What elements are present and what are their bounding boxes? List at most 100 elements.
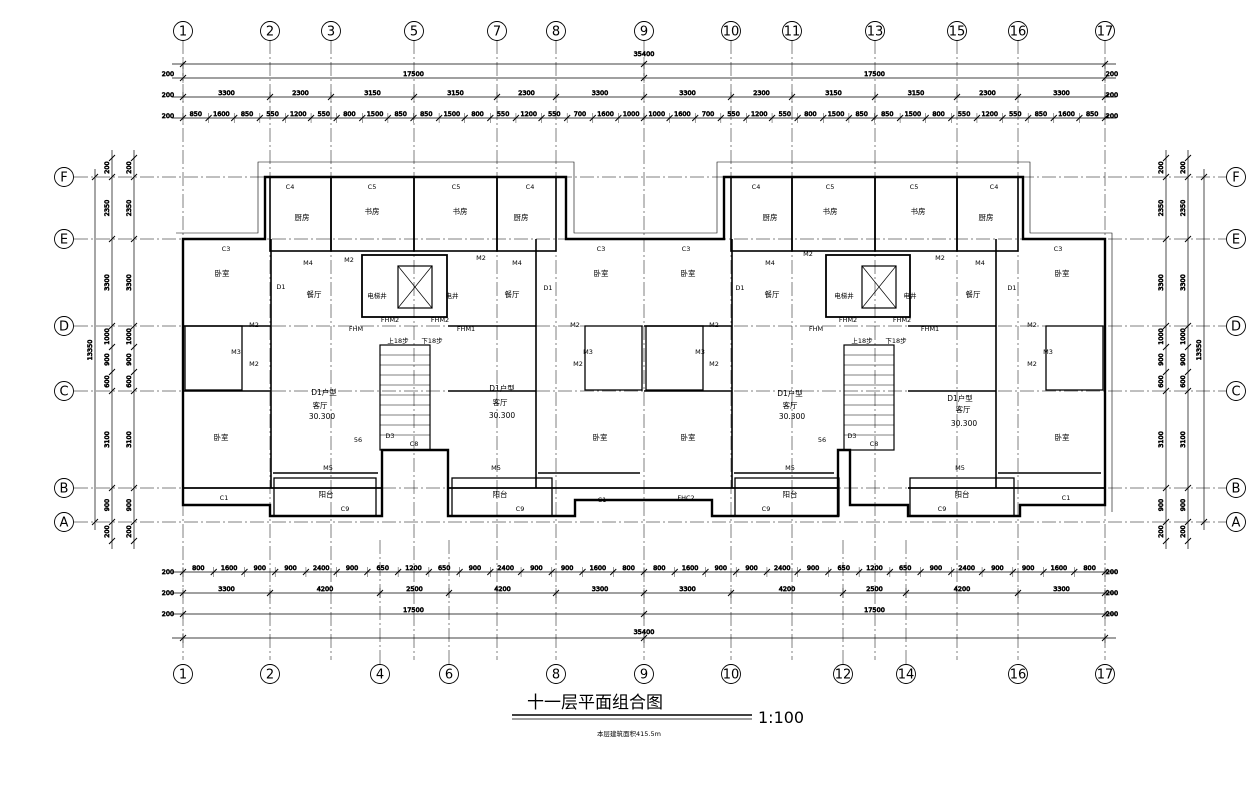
tag-label: FHC2 <box>677 494 694 502</box>
grid-bubble-top-15-label: 15 <box>949 25 966 40</box>
grid-bubble-left-A-label: A <box>60 516 69 531</box>
grid-bubble-right-E-label: E <box>1232 233 1240 248</box>
dim-bottom-row1-value: 900 <box>530 564 542 572</box>
grid-bubble-top-2-label: 2 <box>266 25 274 40</box>
room-label: 客厅 <box>493 397 508 407</box>
dim-top-row2-value: 3150 <box>364 89 381 97</box>
dim-edge-bottom: 200 <box>162 568 174 576</box>
grid-bubble-right-F-label: F <box>1232 171 1239 186</box>
dim-edge-bottom: 200 <box>162 610 174 618</box>
grid-bubble-bottom-2-circle <box>260 664 280 684</box>
grid-bubble-top-11-label: 11 <box>784 25 801 40</box>
dim-bottom-row1-value: 800 <box>192 564 204 572</box>
dim-right-inner2-value: 900 <box>1179 353 1187 365</box>
dim-top-row3-value: 850 <box>420 110 432 118</box>
grid-bubble-left-F-label: F <box>60 171 67 186</box>
tag-label: C9 <box>341 505 350 513</box>
dim-left-inner2-value: 900 <box>125 353 133 365</box>
dim-left-inner-tick <box>108 518 116 526</box>
grid-bubble-left-C-label: C <box>59 385 68 400</box>
room-label: 书房 <box>453 206 468 216</box>
dim-top-row2-value: 3300 <box>592 89 609 97</box>
room-label: 阳台 <box>783 489 798 499</box>
room-label: 30.300 <box>309 412 335 421</box>
tag-label: 56 <box>354 436 362 444</box>
grid-bubble-bottom-4-circle <box>370 664 390 684</box>
dim-bottom-row2-value: 4200 <box>954 585 971 593</box>
tag-label: C4 <box>990 183 999 191</box>
room-label: 厨房 <box>295 212 310 222</box>
tag-label: M2 <box>249 321 259 329</box>
dim-left-inner-tick <box>108 343 116 351</box>
tag-label: C4 <box>286 183 295 191</box>
dim-bottom-row1-value: 900 <box>561 564 573 572</box>
dim-right-total-value: 13350 <box>1195 340 1203 361</box>
dim-top-row3-value: 800 <box>343 110 355 118</box>
dim-edge-bottom: 200 <box>162 589 174 597</box>
grid-bubble-right-E-circle <box>1226 229 1246 249</box>
dim-top-row3-value: 800 <box>804 110 816 118</box>
room-label: 卧室 <box>1055 268 1071 278</box>
dim-bottom-row2-value: 3300 <box>592 585 609 593</box>
dim-bottom-row1-value: 900 <box>745 564 757 572</box>
tag-label: FHM1 <box>921 325 939 333</box>
dim-left-total-tick <box>91 173 99 181</box>
dim-edge-top: 200 <box>162 70 174 78</box>
room-label: 卧室 <box>593 432 608 442</box>
room-label: 阳台 <box>955 489 970 499</box>
grid-bubble-bottom-12-label: 12 <box>835 668 852 683</box>
dim-edge-top: 200 <box>162 91 174 99</box>
grid-bubble-bottom-14-label: 14 <box>898 668 915 683</box>
stair-1 <box>379 344 431 451</box>
dim-top-row3-value: 1500 <box>444 110 461 118</box>
tag-label: D1 <box>276 283 285 291</box>
dim-right-inner2-tick <box>1184 154 1192 162</box>
dim-top-row3-value: 550 <box>779 110 791 118</box>
dim-right-inner2-value: 3300 <box>1179 274 1187 291</box>
dim-bottom-halves-value: 17500 <box>403 606 424 614</box>
dim-left-inner-value: 600 <box>103 375 111 387</box>
dim-left-inner2-tick <box>130 484 138 492</box>
dim-left-inner2-tick <box>130 235 138 243</box>
tag-label: M2 <box>570 321 580 329</box>
tag-label: M3 <box>231 348 241 356</box>
dim-left-inner-tick <box>108 235 116 243</box>
dim-bottom-row1-value: 800 <box>653 564 665 572</box>
tag-label: M2 <box>249 360 259 368</box>
grid-bubble-left-E-label: E <box>60 233 68 248</box>
balcony-2 <box>451 477 553 517</box>
bathroom-3 <box>645 325 704 391</box>
grid-bubble-left-E-circle <box>54 229 74 249</box>
dim-right-inner-value: 600 <box>1157 375 1165 387</box>
tag-label: D3 <box>385 432 394 440</box>
dim-bottom-row2-value: 2500 <box>866 585 883 593</box>
grid-bubble-left-B-circle <box>54 478 74 498</box>
grid-bubble-top-13-circle <box>865 21 885 41</box>
dim-left-inner-tick <box>108 387 116 395</box>
tag-label: M3 <box>1043 348 1053 356</box>
room-label: 餐厅 <box>966 290 981 299</box>
grid-bubble-top-17-label: 17 <box>1097 25 1114 40</box>
room-label: 卧室 <box>681 268 696 278</box>
tag-label: M3 <box>695 348 705 356</box>
room-label: 30.300 <box>951 419 977 428</box>
grid-bubble-bottom-10-circle <box>721 664 741 684</box>
dim-bottom-row2-value: 3300 <box>1053 585 1070 593</box>
dim-top-row2-value: 2300 <box>292 89 309 97</box>
tag-label: M4 <box>975 259 985 267</box>
room-label: 厨房 <box>763 212 778 222</box>
dim-bottom-row2-value: 4200 <box>779 585 796 593</box>
dim-left-inner2-value: 200 <box>125 525 133 537</box>
grid-bubble-bottom-6-circle <box>439 664 459 684</box>
grid-bubble-top-9-label: 9 <box>640 25 648 40</box>
dim-bottom-row1-value: 900 <box>807 564 819 572</box>
grid-bubble-bottom-1-circle <box>173 664 193 684</box>
dim-right-inner-value: 3100 <box>1157 431 1165 448</box>
tag-label: C8 <box>870 440 879 448</box>
grid-bubble-top-7-label: 7 <box>493 25 501 40</box>
room-label: 厨房 <box>514 212 529 222</box>
dim-right-inner-tick <box>1162 537 1170 545</box>
dim-right-inner2-value: 900 <box>1179 499 1187 511</box>
grid-bubble-top-11-circle <box>782 21 802 41</box>
dim-left-inner-value: 200 <box>103 161 111 173</box>
